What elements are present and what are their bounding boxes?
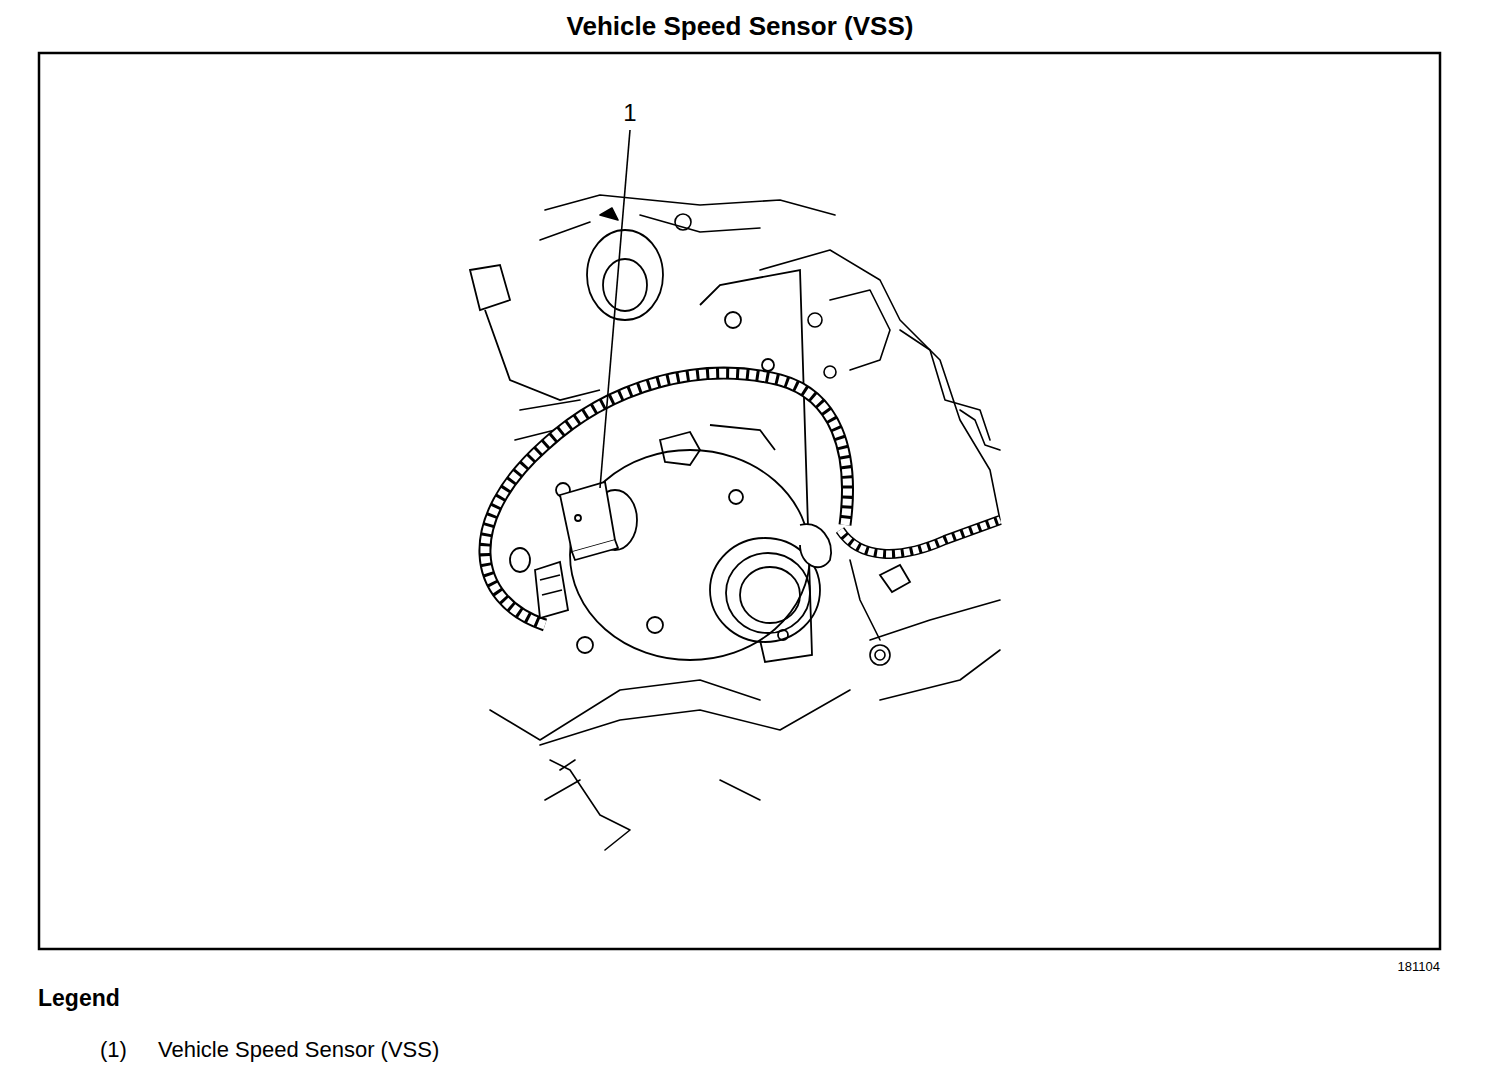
leader-line <box>600 130 630 488</box>
harness-branch <box>840 520 1000 554</box>
legend-heading: Legend <box>38 986 120 1011</box>
legend-entry: Vehicle Speed Sensor (VSS) <box>158 1038 439 1062</box>
figure-frame <box>39 53 1440 949</box>
vss-sensor <box>510 482 910 618</box>
harness-branch-beads <box>840 520 1000 554</box>
harness-beads <box>485 373 848 625</box>
callout-number: 1 <box>623 100 636 126</box>
transmission-case <box>490 195 1000 850</box>
figure-number: 181104 <box>1398 960 1440 974</box>
bracket <box>700 270 812 662</box>
extension-housing <box>556 425 820 660</box>
upper-sensor <box>470 230 663 400</box>
figure-title: Vehicle Speed Sensor (VSS) <box>567 12 914 41</box>
wiring-harness <box>485 373 848 625</box>
legend-number: (1) <box>100 1038 127 1062</box>
